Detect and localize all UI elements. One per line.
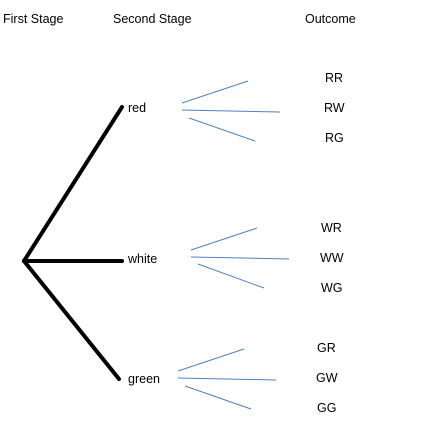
branch-green-to-gr: [177, 348, 245, 372]
outcome-wg: WG: [321, 281, 343, 295]
outcome-gw: GW: [316, 371, 338, 385]
branch-red-to-rg: [188, 117, 256, 142]
branch-green-to-gw: [177, 377, 277, 381]
branch-white-to-ww: [190, 256, 290, 260]
node-white: white: [128, 252, 158, 266]
outcome-wr: WR: [321, 221, 342, 235]
outcome-gg: GG: [317, 401, 337, 415]
branch-red-to-rr: [181, 80, 249, 104]
header-first-stage: First Stage: [3, 12, 64, 26]
branch-green-to-gg: [184, 385, 252, 410]
outcome-rr: RR: [325, 71, 344, 85]
node-green: green: [128, 372, 160, 386]
branch-red-to-rw: [181, 109, 281, 113]
header-second-stage: Second Stage: [113, 12, 192, 26]
outcome-rg: RG: [325, 131, 344, 145]
branch-white-to-wg: [197, 263, 265, 289]
node-red: red: [128, 101, 147, 115]
header-outcome: Outcome: [305, 12, 356, 26]
branch-first-to-red: [22, 105, 124, 263]
outcome-gr: GR: [317, 341, 336, 355]
outcome-ww: WW: [320, 251, 344, 265]
branch-first-to-green: [22, 259, 121, 381]
outcome-rw: RW: [324, 101, 345, 115]
branch-white-to-wr: [190, 227, 258, 251]
